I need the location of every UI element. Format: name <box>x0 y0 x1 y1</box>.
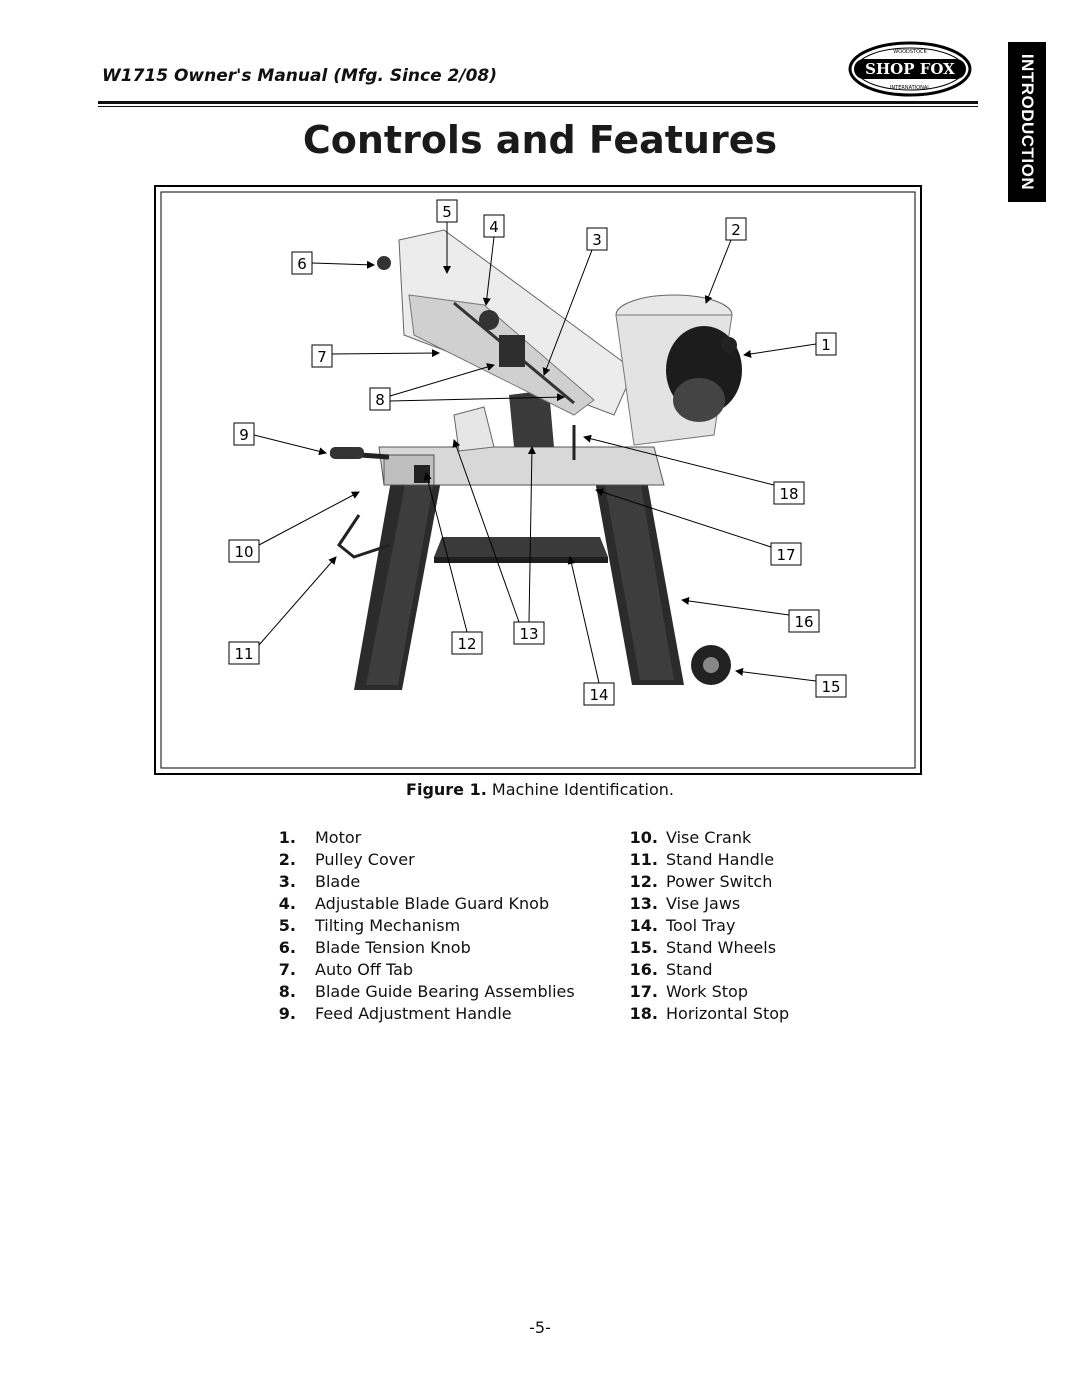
machine-illustration: 5 4 3 2 6 1 7 <box>154 185 922 775</box>
callout-13: 13 <box>519 625 538 643</box>
list-item: 9.Feed Adjustment Handle <box>278 1004 512 1023</box>
caption-text: Machine Identification. <box>491 780 674 799</box>
section-tab: INTRODUCTION <box>1008 42 1046 202</box>
parts-list-right: 10.Vise Crank 11.Stand Handle 12.Power S… <box>628 827 790 1025</box>
callout-14: 14 <box>589 686 608 704</box>
callout-11: 11 <box>234 645 253 663</box>
list-item: 16.Stand <box>629 960 713 979</box>
callout-labels: 5 4 3 2 6 1 7 <box>228 199 847 706</box>
page-title: Controls and Features <box>302 118 778 162</box>
parts-list-left: 1.Motor 2.Pulley Cover 3.Blade 4.Adjusta… <box>268 827 575 1025</box>
callout-9: 9 <box>239 426 249 444</box>
list-item: 8.Blade Guide Bearing Assemblies <box>278 982 575 1001</box>
callout-1: 1 <box>821 336 831 354</box>
figure-caption: Figure 1. Machine Identification. <box>0 780 1080 799</box>
callout-7: 7 <box>317 348 327 366</box>
list-item: 7.Auto Off Tab <box>278 960 414 979</box>
list-item: 17.Work Stop <box>629 982 748 1001</box>
callout-4: 4 <box>489 218 499 236</box>
caption-prefix: Figure 1. <box>406 780 487 799</box>
svg-text:WOODSTOCK: WOODSTOCK <box>893 49 927 55</box>
list-item: 10.Vise Crank <box>629 828 752 847</box>
list-item: 12.Power Switch <box>629 872 773 891</box>
list-item: 15.Stand Wheels <box>629 938 777 957</box>
callout-5: 5 <box>442 203 452 221</box>
svg-text:INTERNATIONAL: INTERNATIONAL <box>890 85 930 91</box>
callout-3: 3 <box>592 231 602 249</box>
callout-15: 15 <box>821 678 840 696</box>
list-item: 18.Horizontal Stop <box>629 1004 790 1023</box>
shop-fox-logo: SHOP FOX WOODSTOCK INTERNATIONAL <box>848 40 972 98</box>
list-item: 13.Vise Jaws <box>629 894 741 913</box>
list-item: 4.Adjustable Blade Guard Knob <box>278 894 550 913</box>
list-item: 6.Blade Tension Knob <box>278 938 471 957</box>
list-item: 3.Blade <box>278 872 361 891</box>
callout-6: 6 <box>297 255 307 273</box>
callout-18: 18 <box>779 485 798 503</box>
callout-8: 8 <box>375 391 385 409</box>
list-item: 5.Tilting Mechanism <box>278 916 461 935</box>
band-saw-drawing <box>329 229 742 690</box>
callout-2: 2 <box>731 221 741 239</box>
callout-12: 12 <box>457 635 476 653</box>
machine-figure: 5 4 3 2 6 1 7 <box>154 185 922 775</box>
header-rule-thin <box>98 106 978 107</box>
list-item: 14.Tool Tray <box>629 916 736 935</box>
header-rule <box>98 101 978 104</box>
list-item: 1.Motor <box>278 828 362 847</box>
list-item: 11.Stand Handle <box>629 850 775 869</box>
list-item: 2.Pulley Cover <box>278 850 415 869</box>
callout-10: 10 <box>234 543 253 561</box>
page-number: -5- <box>529 1318 551 1337</box>
callout-17: 17 <box>776 546 795 564</box>
svg-text:SHOP FOX: SHOP FOX <box>865 60 955 78</box>
manual-title: W1715 Owner's Manual (Mfg. Since 2/08) <box>102 66 498 86</box>
callout-16: 16 <box>794 613 813 631</box>
